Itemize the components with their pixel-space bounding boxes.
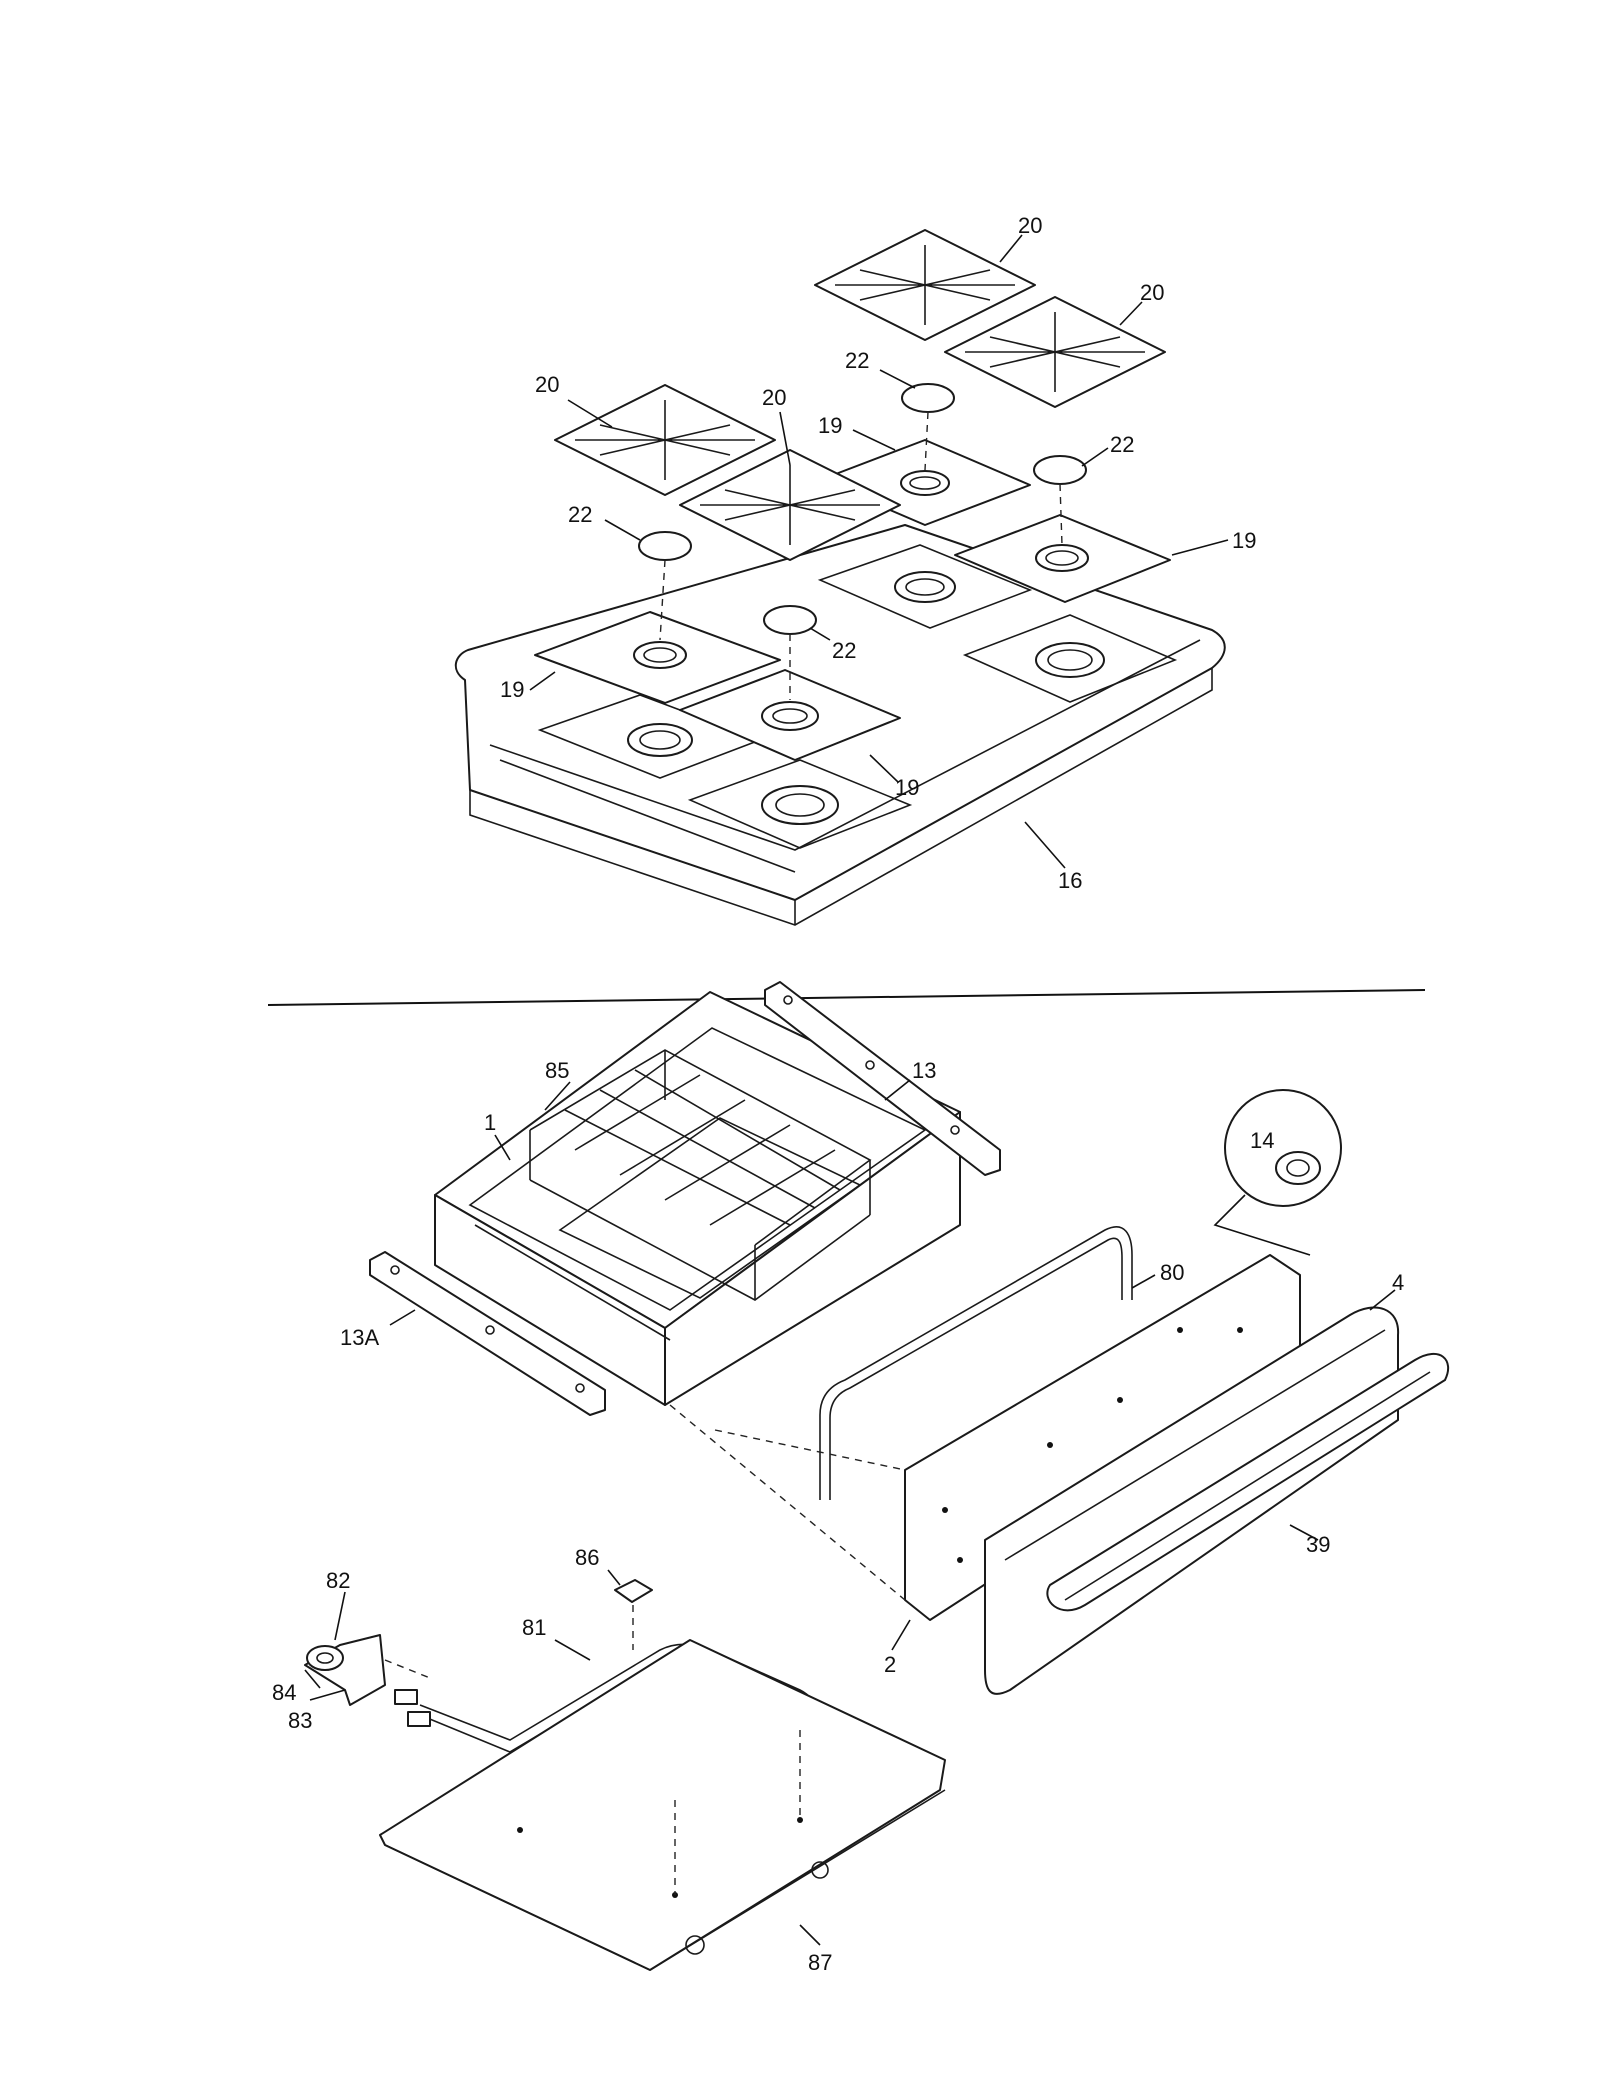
grate-back-left xyxy=(814,229,1036,341)
callout-grate-20-d: 20 xyxy=(1140,280,1164,305)
callout-bottom-87: 87 xyxy=(808,1950,832,1975)
callout-igniter-82: 82 xyxy=(326,1568,350,1593)
callout-pan-19-c: 19 xyxy=(500,677,524,702)
oven-rack-part-85 xyxy=(529,1049,872,1301)
callout-element-81: 81 xyxy=(522,1615,546,1640)
clip-part-86 xyxy=(614,1579,653,1603)
callout-grate-20-b: 20 xyxy=(762,385,786,410)
burner-caps xyxy=(638,383,1087,700)
callout-knob-14: 14 xyxy=(1250,1128,1274,1153)
callout-cap-22-c: 22 xyxy=(568,502,592,527)
grate-back-right xyxy=(944,296,1166,408)
grates xyxy=(554,229,1166,561)
grate-left-front xyxy=(554,384,776,496)
top-leader-lines xyxy=(529,234,1229,869)
callout-rack-85: 85 xyxy=(545,1058,569,1083)
callout-liner-2: 2 xyxy=(884,1652,896,1677)
bottom-panel-part-87 xyxy=(379,1639,946,1971)
burner-pan-left-pair xyxy=(534,611,901,761)
callout-igniter-84: 84 xyxy=(272,1680,296,1705)
callout-rod-80: 80 xyxy=(1160,1260,1184,1285)
callout-cap-22-d: 22 xyxy=(832,638,856,663)
callout-handle-39: 39 xyxy=(1306,1532,1330,1557)
slide-left-part-13A xyxy=(369,1251,606,1416)
burner-pan-right-pair xyxy=(819,439,1171,603)
callout-slide-13A: 13A xyxy=(340,1325,379,1350)
callout-pan-19-a: 19 xyxy=(818,413,842,438)
grate-center xyxy=(679,449,901,561)
callout-grate-20-a: 20 xyxy=(535,372,559,397)
callout-slide-13: 13 xyxy=(912,1058,936,1083)
callout-cap-22-b: 22 xyxy=(1110,432,1134,457)
bottom-leader-lines xyxy=(304,1079,1396,1946)
callout-pan-19-b: 19 xyxy=(1232,528,1256,553)
callout-grate-20-c: 20 xyxy=(1018,213,1042,238)
drawer-box-part-1 xyxy=(434,991,961,1406)
knob-detail-part-14 xyxy=(1213,1089,1342,1256)
section-divider xyxy=(267,989,1426,1006)
slide-right-part-13 xyxy=(764,981,1001,1176)
callout-cap-22-a: 22 xyxy=(845,348,869,373)
callout-clip-86: 86 xyxy=(575,1545,599,1570)
callout-igniter-83: 83 xyxy=(288,1708,312,1733)
callout-box-1: 1 xyxy=(484,1110,496,1135)
drawer-handle-part-39 xyxy=(1046,1353,1450,1612)
callout-cooktop-16: 16 xyxy=(1058,868,1082,893)
drawer-assembly: 85 1 13 13A 14 80 4 39 2 81 82 84 83 86 … xyxy=(272,981,1450,1975)
callout-pan-19-d: 19 xyxy=(895,775,919,800)
cooktop-assembly: 20 20 20 20 22 22 22 22 19 19 19 19 16 xyxy=(454,213,1256,926)
handle-rod-part-80 xyxy=(819,1226,1133,1500)
callout-panel-4: 4 xyxy=(1392,1270,1404,1295)
